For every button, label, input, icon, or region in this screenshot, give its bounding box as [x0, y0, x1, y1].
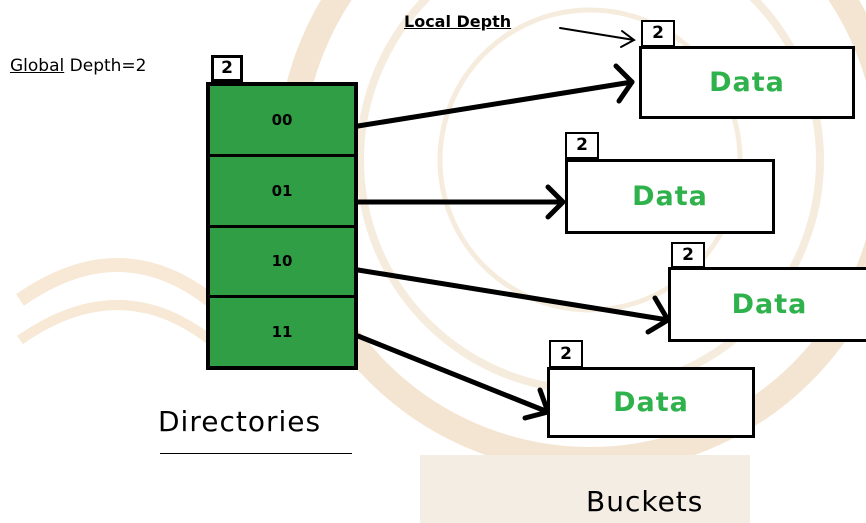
buckets-caption: Buckets	[586, 485, 704, 518]
arrow-00-to-bucket-1	[355, 63, 635, 129]
bucket-2: Data	[565, 159, 775, 234]
local-depth-label: Local Depth	[404, 12, 512, 31]
bucket-2-local-depth: 2	[565, 132, 599, 159]
bucket-1: Data	[639, 46, 855, 119]
global-depth-box: 2	[211, 55, 243, 82]
bucket-3-local-depth: 2	[671, 242, 705, 268]
bucket-1-local-depth: 2	[641, 20, 675, 47]
arrow-11-to-bucket-4	[355, 333, 551, 421]
global-depth-label: Global Depth=2	[10, 56, 146, 76]
directory-entry-00: 00	[210, 86, 354, 154]
arrow-10-to-bucket-3	[355, 267, 671, 335]
directories-caption: Directories	[158, 405, 322, 438]
global-depth-label-rest: Depth	[64, 56, 122, 76]
directory-entry-01: 01	[210, 156, 354, 225]
bucket-4: Data	[547, 367, 755, 438]
directory-table: 00 01 10 11	[206, 82, 358, 370]
global-depth-label-value: =2	[121, 56, 147, 76]
global-depth-label-prefix: Global	[10, 56, 65, 76]
bucket-4-local-depth: 2	[549, 340, 583, 368]
bucket-3: Data	[668, 267, 866, 342]
arrow-local-depth-pointer	[559, 27, 636, 48]
directory-entry-11: 11	[210, 298, 354, 366]
arrow-01-to-bucket-2	[355, 184, 566, 220]
directory-entry-10: 10	[210, 227, 354, 296]
directories-caption-rule	[160, 453, 352, 454]
